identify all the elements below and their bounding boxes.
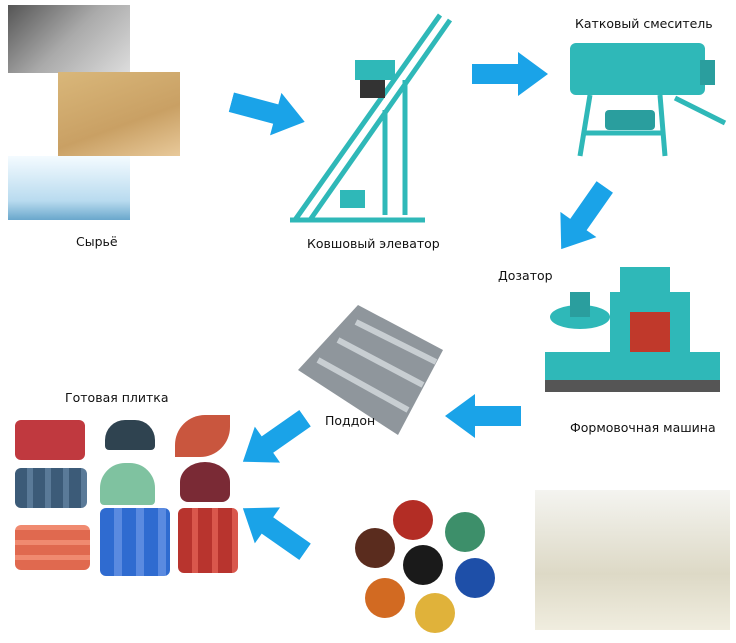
arrow-forming-to-pallet [445,394,521,438]
tile-red-ridge [175,415,230,457]
pallet-label: Поддон [325,413,376,428]
dozer-label: Дозатор [498,268,553,283]
arrow-pigments-to-tiles [242,507,311,560]
pigment-brown [355,528,395,568]
elevator-label: Ковшовый элеватор [307,236,440,251]
raw-materials-label: Сырьё [76,234,118,249]
tile-orange [15,525,90,570]
pigment-green [445,512,485,552]
arrow-pallet-to-tiles [242,410,311,463]
pigment-red [393,500,433,540]
arrow-raw-to-elevator [228,92,305,136]
pigment-yellow [415,593,455,633]
tile-dark-red-cross [180,462,230,502]
cement-photo [8,5,130,73]
bucket-elevator-image [290,13,453,223]
pallet-image [298,305,443,435]
tile-blue [100,508,170,576]
arrow-mixer-to-forming [560,181,613,250]
pigment-orange [365,578,405,618]
finished-tiles-label: Готовая плитка [65,390,169,405]
pigment-blue [455,558,495,598]
pigment-black [403,545,443,585]
tile-red-tee [15,420,85,460]
tile-red [178,508,238,573]
tile-green-ridge [100,463,155,505]
mixer-label: Катковый смеситель [575,16,713,31]
tile-dark-ridge [105,420,155,450]
sand-photo [58,72,180,156]
forming-machine-image [545,267,720,392]
arrow-elevator-to-mixer [472,52,548,96]
pan-mixer-image [570,43,727,157]
liquid-additive-photo [535,490,730,630]
water-photo [8,156,130,220]
forming-machine-label: Формовочная машина [570,420,716,435]
tile-blue-grey [15,468,87,508]
